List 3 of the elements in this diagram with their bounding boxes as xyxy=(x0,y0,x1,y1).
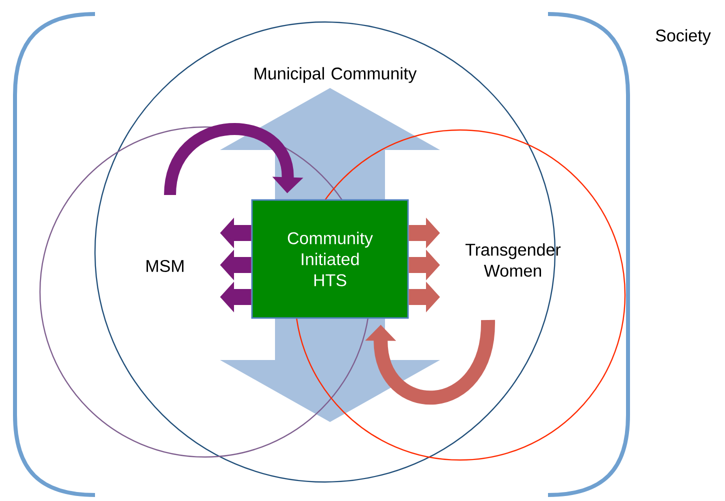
arrow xyxy=(365,319,495,404)
process-box: Community Initiated HTS xyxy=(251,199,409,319)
arrow xyxy=(164,123,304,196)
